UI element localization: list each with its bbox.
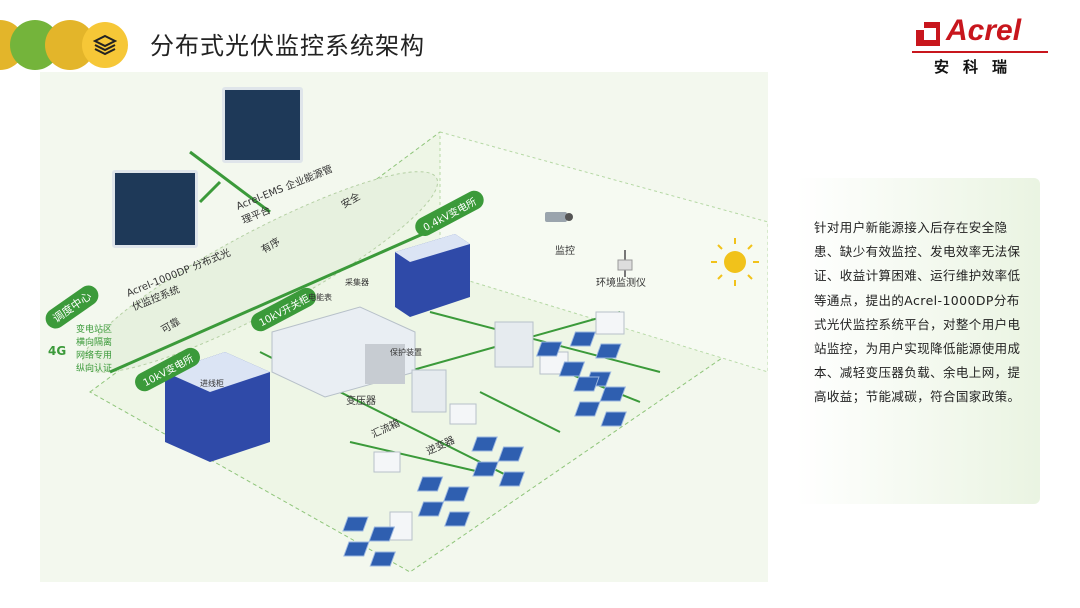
link-line (198, 180, 222, 204)
page-title: 分布式光伏监控系统架构 (150, 32, 425, 60)
logo-subtitle: 安科瑞 (934, 58, 1022, 76)
sun-icon (711, 238, 759, 286)
weather-station-icon (617, 250, 633, 277)
dispatch-item: 变电站区 (76, 325, 113, 335)
network-4g-label: 4G (48, 344, 67, 358)
cabinet-top (395, 234, 470, 262)
diagram-canvas (81, 131, 768, 573)
description-panel: 针对用户新能源接入后存在安全隐患、缺少有效监控、发电效率无法保证、收益计算困难、… (796, 178, 1040, 504)
monitor-acrel-ems[interactable] (222, 87, 303, 163)
cabinet-top (165, 352, 270, 392)
acrel-logo-mark (916, 22, 940, 46)
logo-divider (912, 51, 1048, 53)
page-header: 分布式光伏监控系统架构 Acrel 安科瑞 (0, 0, 1080, 90)
architecture-diagram: Acrel-1000DP 分布式光伏监控系统 Acrel-EMS 企业能源管理平… (40, 72, 768, 582)
dispatch-item: 网络专用 (76, 351, 113, 361)
transformer-box-label: 变压器 (346, 396, 376, 407)
inverter (595, 311, 625, 335)
protection-label: 保护装置 (390, 348, 422, 357)
meter (389, 511, 413, 541)
cable-line (349, 441, 481, 473)
gateway-label: 采集器 (345, 278, 369, 287)
monitoring-label: 监控 (555, 246, 575, 257)
cable-line (479, 391, 561, 433)
combiner-box (411, 369, 447, 413)
bus-line (109, 220, 451, 374)
logo-brand: Acrel (946, 14, 1022, 47)
monitor-acrel-1000dp[interactable] (112, 170, 198, 248)
camera-icon (545, 212, 573, 222)
inverter (373, 451, 401, 473)
dispatch-item: 纵向认证 (76, 364, 113, 374)
entry-label: 进线柜 (200, 379, 224, 388)
solar-array (342, 516, 396, 567)
dispatch-item: 横向隔离 (76, 338, 113, 348)
link-line (189, 150, 271, 214)
solar-array (416, 476, 471, 527)
transformer (365, 344, 405, 384)
meter-label: 电能表 (308, 293, 332, 302)
description-text: 针对用户新能源接入后存在安全隐患、缺少有效监控、发电效率无法保证、收益计算困难、… (814, 220, 1021, 405)
env-monitor-label: 环境监测仪 (596, 278, 646, 289)
layers-icon (82, 22, 128, 68)
inverter-box (494, 321, 534, 368)
acrel-logo: Acrel 安科瑞 (912, 14, 1052, 78)
solar-array (573, 376, 627, 427)
monitor-wall (439, 131, 768, 373)
solar-array (471, 436, 526, 487)
inverter (449, 403, 477, 425)
